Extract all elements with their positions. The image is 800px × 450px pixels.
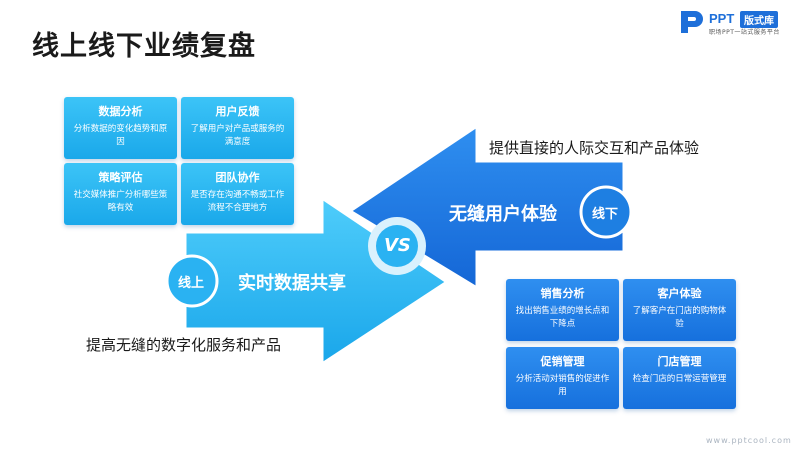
card-desc: 社交媒体推广分析哪些策略有效 xyxy=(73,190,168,213)
online-caption: 提高无缝的数字化服务和产品 xyxy=(86,336,282,354)
footer-url: www.pptcool.com xyxy=(706,436,792,445)
card-desc: 检查门店的日常运营管理 xyxy=(632,374,727,384)
card-desc: 是否存在沟通不畅或工作流程不合理地方 xyxy=(190,190,285,213)
online-tag-circle xyxy=(165,254,219,308)
online-card: 策略评估 社交媒体推广分析哪些策略有效 xyxy=(64,163,177,225)
offline-arrow-label: 无缝用户体验 xyxy=(449,204,557,225)
card-title: 促销管理 xyxy=(540,355,585,368)
offline-card: 门店管理 检查门店的日常运营管理 xyxy=(623,347,736,409)
card-desc: 分析数据的变化趋势和原因 xyxy=(73,124,168,147)
online-card: 用户反馈 了解用户对产品或服务的满意度 xyxy=(181,97,294,159)
vs-label: VS xyxy=(384,235,411,256)
online-card: 团队协作 是否存在沟通不畅或工作流程不合理地方 xyxy=(181,163,294,225)
offline-caption: 提供直接的人际交互和产品体验 xyxy=(489,139,700,157)
offline-tag: 线下 xyxy=(592,207,619,222)
card-title: 策略评估 xyxy=(98,171,143,184)
logo-badge: 版式库 xyxy=(740,11,778,28)
page-title: 线上线下业绩复盘 xyxy=(32,31,256,62)
card-title: 客户体验 xyxy=(657,287,702,300)
card-desc: 了解用户对产品或服务的满意度 xyxy=(190,124,285,147)
ppt-logo-icon xyxy=(681,11,703,33)
offline-card: 促销管理 分析活动对销售的促进作用 xyxy=(506,347,619,409)
card-desc: 了解客户在门店的购物体验 xyxy=(632,306,727,329)
brand-logo: PPT 版式库 职场PPT一站式服务平台 xyxy=(678,8,796,38)
card-title: 门店管理 xyxy=(657,355,702,368)
online-card: 数据分析 分析数据的变化趋势和原因 xyxy=(64,97,177,159)
card-title: 用户反馈 xyxy=(215,105,260,118)
online-arrow-label: 实时数据共享 xyxy=(238,273,346,294)
offline-tag-circle xyxy=(579,185,633,239)
card-title: 团队协作 xyxy=(215,171,260,184)
card-desc: 分析活动对销售的促进作用 xyxy=(515,374,610,397)
card-title: 销售分析 xyxy=(540,287,585,300)
vs-badge xyxy=(376,225,418,267)
logo-name: PPT xyxy=(709,11,735,26)
card-title: 数据分析 xyxy=(98,105,143,118)
card-desc: 找出销售业绩的增长点和下降点 xyxy=(515,306,610,329)
offline-card: 销售分析 找出销售业绩的增长点和下降点 xyxy=(506,279,619,341)
online-tag: 线上 xyxy=(178,276,205,291)
offline-card: 客户体验 了解客户在门店的购物体验 xyxy=(623,279,736,341)
logo-slogan: 职场PPT一站式服务平台 xyxy=(709,29,780,36)
